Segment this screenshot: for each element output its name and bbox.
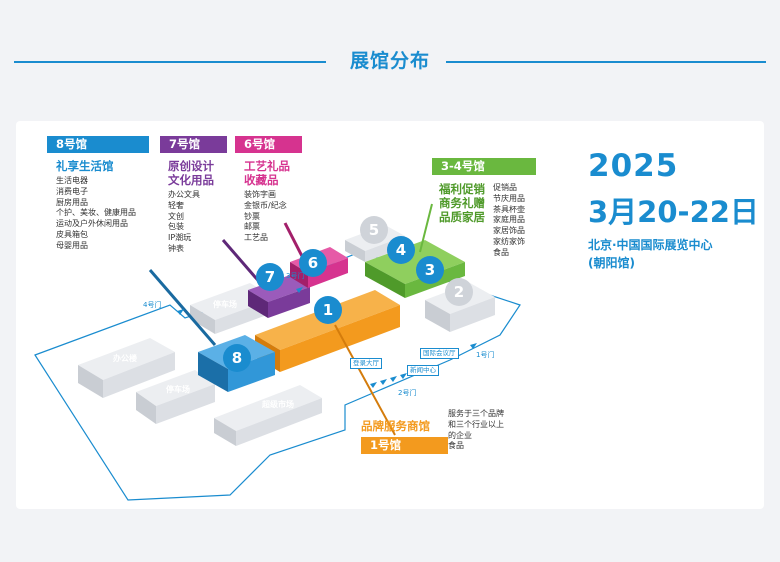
venue-line-1: 北京·中国国际展览中心	[588, 238, 713, 252]
parking-lot-south-label: 停车场	[166, 385, 190, 394]
title-divider-left	[14, 61, 326, 63]
hall6-item-list: 装饰字画 金银币/纪念 钞票 邮票 工艺品	[244, 190, 287, 244]
hall34-subtitle-1: 福利促销	[439, 182, 485, 196]
hall6-subtitle-1: 工艺礼品	[244, 159, 290, 173]
registration-hall-tag: 登录大厅	[350, 358, 382, 369]
hall7-item: 钟表	[168, 243, 184, 253]
hall34-item: 节庆用品	[493, 193, 525, 203]
hall34-item: 家居饰品	[493, 226, 525, 236]
hall8-item: 个护、美妆、健康用品	[56, 208, 136, 218]
hall6-header: 6号馆	[235, 136, 302, 153]
hall1-title: 品牌服务商馆	[361, 419, 430, 433]
gate-2-label: 2号门	[398, 389, 417, 397]
venue-line-2: (朝阳馆)	[588, 256, 635, 270]
hall-2-pin[interactable]: 2	[445, 278, 473, 306]
conference-hall-tag: 国际会议厅	[420, 348, 459, 359]
hall7-item: 办公文具	[168, 190, 200, 199]
gate-1-label: 1号门	[476, 351, 495, 359]
gate-3-label: 3号门	[286, 272, 305, 280]
hall-3-pin[interactable]: 3	[416, 256, 444, 284]
hall-4-pin[interactable]: 4	[387, 236, 415, 264]
hall-6-pin[interactable]: 6	[299, 249, 327, 277]
event-dates: 3月20-22日	[588, 195, 759, 229]
event-year: 2025	[588, 148, 679, 184]
hall8-item: 运动及户外休闲用品	[56, 219, 128, 229]
section-title: 展馆分布	[349, 50, 430, 72]
hall1-item: 服务于三个品牌	[448, 409, 504, 418]
hall6-item: 装饰字画	[244, 190, 276, 199]
office-building-label: 办公楼	[113, 354, 137, 363]
parking-lot-south	[136, 370, 215, 424]
hall7-header: 7号馆	[160, 136, 227, 153]
supermarket-label: 超级市场	[262, 400, 294, 409]
hall-5-pin[interactable]: 5	[360, 216, 388, 244]
hall7-subtitle-2: 文化用品	[168, 173, 214, 187]
hall8-item: 母婴用品	[56, 240, 88, 250]
hall7-leader	[221, 239, 264, 286]
hall1-item: 食品	[448, 441, 464, 451]
hall7-item-list: 办公文具 轻奢 文创 包装 IP潮玩 钟表	[168, 190, 200, 255]
hall1-item: 的企业	[448, 430, 472, 440]
hall7-item: IP潮玩	[168, 233, 192, 243]
hall34-item: 茶具杯壶	[493, 204, 525, 214]
hall34-leader	[419, 203, 433, 253]
hall34-subtitle-3: 品质家居	[439, 210, 485, 224]
press-center-tag: 新闻中心	[407, 365, 439, 376]
hall6-item: 钞票	[244, 211, 260, 221]
supermarket	[214, 385, 322, 446]
hall8-leader	[148, 269, 217, 346]
hall34-item: 家庭用品	[493, 215, 525, 225]
title-divider-right	[446, 61, 766, 63]
parking-lot-north-label: 停车场	[213, 300, 237, 309]
hall1-item-list: 服务于三个品牌 和三个行业以上 的企业 食品	[448, 409, 504, 452]
hall1-header: 1号馆	[361, 437, 448, 454]
hall7-subtitle-1: 原创设计	[168, 159, 214, 173]
gate-4-label: 4号门	[143, 301, 162, 309]
hall6-subtitle-2: 收藏品	[244, 173, 279, 187]
hall34-item: 食品	[493, 247, 509, 257]
hall-7-pin[interactable]: 7	[256, 263, 284, 291]
hall34-item-list: 促销品 节庆用品 茶具杯壶 家庭用品 家居饰品 家纺家饰 食品	[493, 183, 525, 259]
office-building	[78, 338, 175, 398]
hall-1-pin[interactable]: 1	[314, 296, 342, 324]
hall7-item: 轻奢	[168, 200, 184, 210]
hall6-item: 邮票	[244, 222, 260, 232]
hall8-item-list: 生活电器 消费电子 厨房用品 个护、美妆、健康用品 运动及户外休闲用品 皮具箱包…	[56, 176, 136, 252]
hall8-item: 生活电器	[56, 176, 88, 185]
hall34-item: 促销品	[493, 183, 517, 192]
hall1-leader	[334, 324, 396, 436]
hall6-item: 工艺品	[244, 233, 268, 243]
hall-7-block	[248, 275, 310, 318]
hall8-item: 厨房用品	[56, 197, 88, 207]
hall6-item: 金银币/纪念	[244, 200, 287, 210]
hall34-item: 家纺家饰	[493, 236, 525, 246]
hall8-item: 皮具箱包	[56, 229, 88, 239]
event-venue: 北京·中国国际展览中心 (朝阳馆)	[588, 236, 713, 272]
hall8-header: 8号馆	[47, 136, 149, 153]
hall7-item: 包装	[168, 222, 184, 232]
hall-8-pin[interactable]: 8	[223, 344, 251, 372]
hall34-subtitle-2: 商务礼赠	[439, 196, 485, 210]
hall8-subtitle: 礼享生活馆	[56, 159, 114, 173]
hall1-item: 和三个行业以上	[448, 419, 504, 429]
hall34-header: 3-4号馆	[432, 158, 536, 175]
hall7-item: 文创	[168, 211, 184, 221]
hall8-item: 消费电子	[56, 186, 88, 196]
